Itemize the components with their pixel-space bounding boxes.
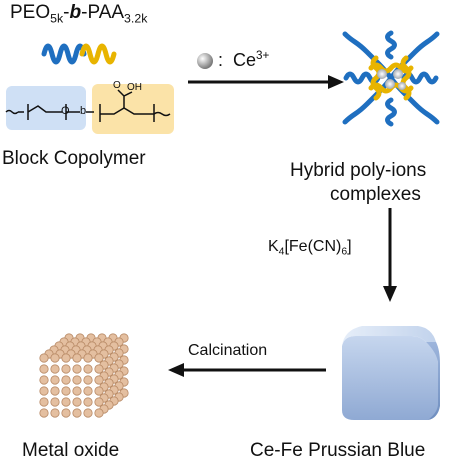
hybrid-complex-icon	[342, 30, 440, 127]
copolymer-spring-icon	[41, 43, 117, 65]
lattice-bead	[39, 375, 49, 385]
ce-symbol: Ce	[233, 50, 257, 70]
lattice-bead	[83, 386, 93, 396]
lattice-bead	[61, 375, 71, 385]
prussian-blue-cube-icon	[342, 326, 440, 420]
lattice-bead	[39, 408, 49, 418]
lattice-bead	[39, 397, 49, 407]
lattice-bead	[72, 397, 82, 407]
lattice-bead	[94, 397, 104, 407]
peo-text: PEO	[10, 2, 51, 23]
lattice-bead	[94, 364, 104, 374]
colon: :	[218, 50, 224, 70]
metal-oxide-label: Metal oxide	[22, 440, 120, 461]
paa-block-box	[92, 84, 174, 134]
lattice-bead	[72, 364, 82, 374]
acid-oxygen: O	[113, 80, 121, 91]
peo-block-box	[6, 86, 86, 130]
lattice-bead	[50, 408, 60, 418]
lattice-bead	[50, 397, 60, 407]
lattice-bead	[61, 353, 71, 363]
ce-charge: 3+	[256, 48, 270, 62]
lattice-bead	[94, 386, 104, 396]
lattice-bead	[72, 408, 82, 418]
lattice-bead	[50, 364, 60, 374]
lattice-bead	[72, 375, 82, 385]
lattice-bead	[50, 375, 60, 385]
reagent-k: K	[268, 238, 279, 255]
arrow-right-1	[188, 75, 344, 89]
metal-oxide-lattice-icon	[39, 333, 129, 418]
hybrid-label-line1: Hybrid poly-ions	[290, 160, 427, 181]
lattice-bead	[72, 353, 82, 363]
copolymer-formula: PEO5k-b-PAA3.2k	[10, 2, 147, 24]
prussian-blue-label: Ce-Fe Prussian Blue	[250, 440, 426, 461]
arrow-down	[383, 208, 397, 302]
lattice-bead	[72, 386, 82, 396]
lattice-bead	[83, 375, 93, 385]
lattice-bead	[50, 353, 60, 363]
calcination-label: Calcination	[188, 342, 268, 359]
reagent-close: ]	[347, 238, 352, 255]
lattice-bead	[39, 353, 49, 363]
lattice-bead	[61, 408, 71, 418]
lattice-bead	[94, 408, 104, 418]
block-b: b	[69, 2, 82, 23]
lattice-bead	[61, 397, 71, 407]
lattice-bead	[50, 386, 60, 396]
reagent-fecn: [Fe(CN)	[284, 238, 342, 255]
paa-sub: 3.2k	[124, 11, 148, 26]
lattice-bead	[61, 386, 71, 396]
lattice-bead	[83, 408, 93, 418]
sep-2: -	[81, 2, 88, 23]
sep-1: -	[63, 2, 70, 23]
chain-b: b	[80, 105, 87, 117]
acid-hydroxyl: OH	[127, 82, 142, 93]
lattice-bead	[39, 364, 49, 374]
lattice-bead	[39, 386, 49, 396]
chain-oxygen: O	[61, 105, 70, 117]
arrow-left	[168, 363, 326, 377]
peo-sub: 5k	[50, 11, 64, 26]
lattice-bead	[94, 375, 104, 385]
lattice-bead	[61, 364, 71, 374]
reagent-cn-sub: 6	[341, 246, 348, 258]
lattice-bead	[83, 353, 93, 363]
cerium-ion-icon	[197, 53, 213, 69]
lattice-bead	[83, 397, 93, 407]
reagent-k-sub: 4	[278, 246, 285, 258]
lattice-bead	[83, 364, 93, 374]
lattice-bead	[94, 353, 104, 363]
block-copolymer-label: Block Copolymer	[2, 148, 146, 169]
paa-text: PAA	[87, 2, 125, 23]
hybrid-label-line2: complexes	[330, 184, 421, 205]
copolymer-structure	[5, 89, 171, 122]
cerium-label: : Ce3+	[218, 50, 269, 71]
reagent-label: K4[Fe(CN)6]	[268, 238, 352, 258]
